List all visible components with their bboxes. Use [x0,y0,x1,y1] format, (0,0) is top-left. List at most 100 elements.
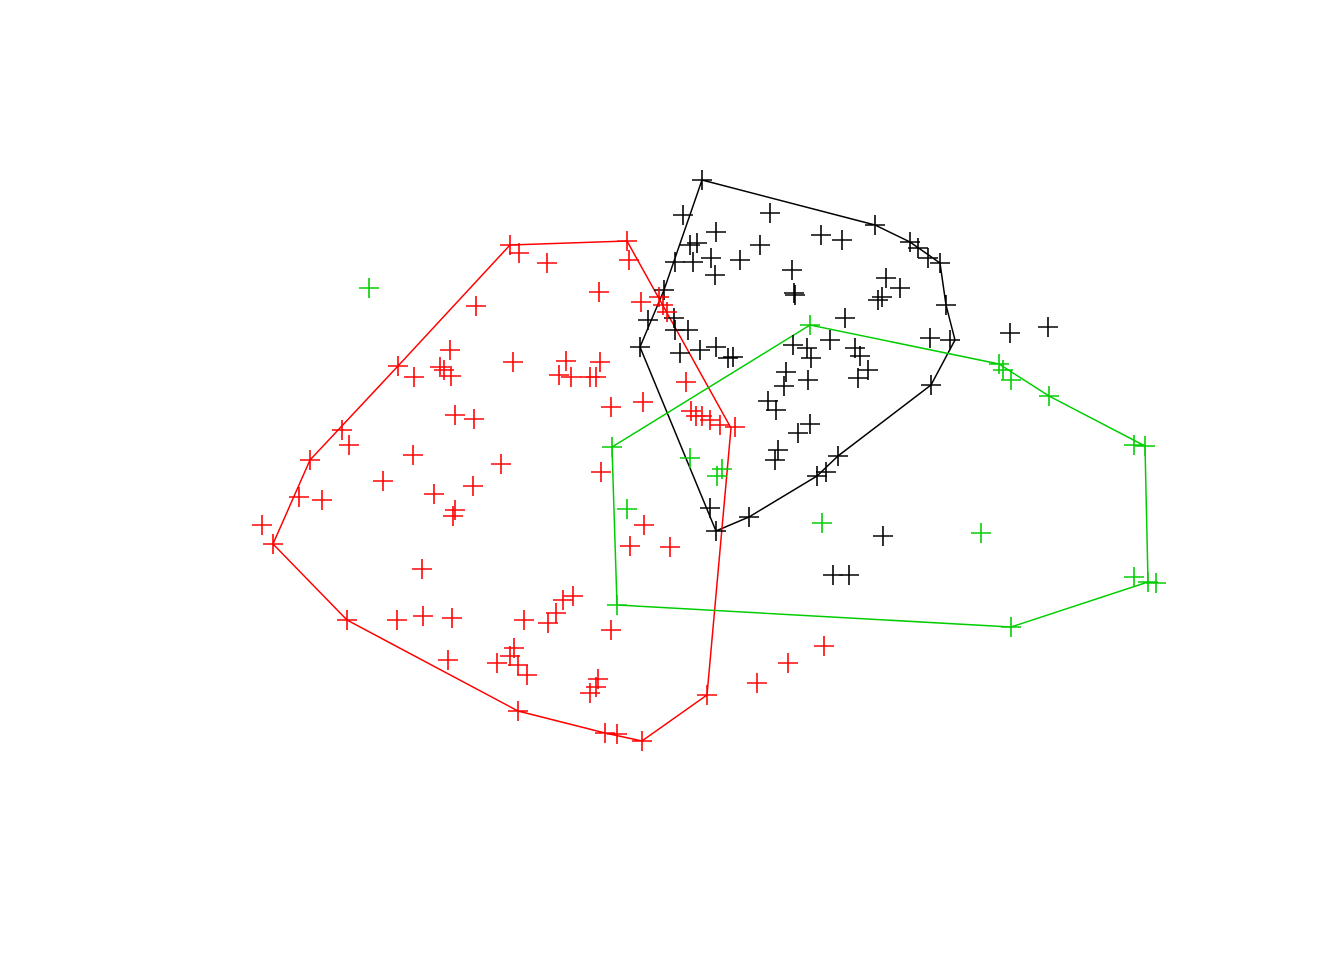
data-point-series-1 [858,360,878,380]
data-point-series-1 [739,507,759,527]
data-point-series-1 [690,340,710,360]
data-point-series-2 [514,610,534,630]
data-point-series-2 [601,397,621,417]
data-point-series-2 [263,534,283,554]
data-point-series-2 [445,405,465,425]
data-point-series-1 [921,375,941,395]
data-point-series-2 [412,559,432,579]
hull-series-1 [639,179,956,532]
data-point-series-2 [601,620,621,640]
data-point-series-1 [776,362,796,382]
data-point-series-1 [930,253,950,273]
data-point-series-1 [700,498,720,518]
data-point-series-1 [665,252,685,272]
data-point-series-1 [705,265,725,285]
data-point-series-1 [848,368,868,388]
data-point-series-2 [500,235,520,255]
data-point-series-2 [620,536,640,556]
data-point-series-2 [424,484,444,504]
data-point-series-1 [920,328,940,348]
data-point-series-2 [508,701,528,721]
data-point-series-1 [811,225,831,245]
data-point-series-3 [1001,370,1021,390]
data-point-series-2 [487,653,507,673]
data-point-series-1 [865,215,885,235]
data-point-series-2 [546,603,566,623]
data-point-series-2 [388,356,408,376]
data-point-series-2 [580,683,600,703]
data-point-series-2 [700,410,720,430]
data-point-series-2 [430,357,450,377]
data-point-series-1 [908,238,928,258]
data-point-series-2 [631,292,651,312]
data-point-series-1 [839,565,859,585]
data-point-series-1 [774,376,794,396]
data-point-series-2 [657,302,677,322]
data-point-series-2 [442,608,462,628]
data-point-series-2 [509,243,529,263]
data-point-series-2 [537,253,557,273]
data-point-series-2 [373,471,393,491]
data-point-series-1 [768,440,788,460]
data-point-series-1 [630,337,650,357]
data-point-series-1 [800,414,820,434]
data-point-series-1 [890,278,910,298]
data-point-series-3 [680,448,700,468]
data-point-series-2 [300,450,320,470]
data-point-series-2 [252,515,272,535]
data-point-series-2 [443,506,463,526]
data-point-series-1 [638,310,658,330]
data-point-series-3 [359,278,379,298]
data-point-series-2 [692,406,712,426]
data-point-series-3 [993,360,1013,380]
data-point-series-2 [491,454,511,474]
data-point-series-1 [832,230,852,250]
data-point-series-1 [797,338,817,358]
data-point-series-1 [706,337,726,357]
data-point-series-1 [807,466,827,486]
data-point-series-2 [332,420,352,440]
data-point-series-2 [556,351,576,371]
data-point-series-3 [602,437,622,457]
data-point-series-1 [766,400,786,420]
data-point-series-2 [588,669,608,689]
data-point-series-2 [595,723,615,743]
data-point-series-1 [850,346,870,366]
data-point-series-2 [607,724,627,744]
data-point-series-1 [788,423,808,443]
data-point-series-1 [940,330,960,350]
data-point-series-1 [692,170,712,190]
data-point-series-1 [873,526,893,546]
data-point-series-2 [466,296,486,316]
data-point-series-2 [553,590,573,610]
data-point-series-2 [464,409,484,429]
data-point-series-1 [1038,317,1058,337]
data-point-series-2 [337,610,357,630]
data-point-series-1 [801,348,821,368]
data-point-series-2 [549,365,569,385]
data-point-series-2 [339,435,359,455]
data-point-series-1 [918,248,938,268]
data-point-series-1 [784,283,804,303]
data-point-series-2 [561,367,581,387]
data-point-series-2 [441,366,461,386]
data-point-series-2 [747,673,767,693]
data-point-series-1 [750,235,770,255]
data-point-series-2 [463,476,483,496]
data-point-series-2 [617,231,637,251]
data-point-series-1 [868,290,888,310]
data-point-series-2 [814,636,834,656]
data-point-series-2 [778,653,798,673]
data-point-series-1 [701,248,721,268]
data-point-series-1 [673,205,693,225]
data-point-series-2 [619,250,639,270]
data-point-series-3 [1039,386,1059,406]
data-point-series-1 [816,462,836,482]
hull-series-2 [272,240,732,742]
data-point-series-2 [440,340,460,360]
data-point-series-1 [782,260,802,280]
data-point-series-2 [660,537,680,557]
data-point-series-2 [387,610,407,630]
